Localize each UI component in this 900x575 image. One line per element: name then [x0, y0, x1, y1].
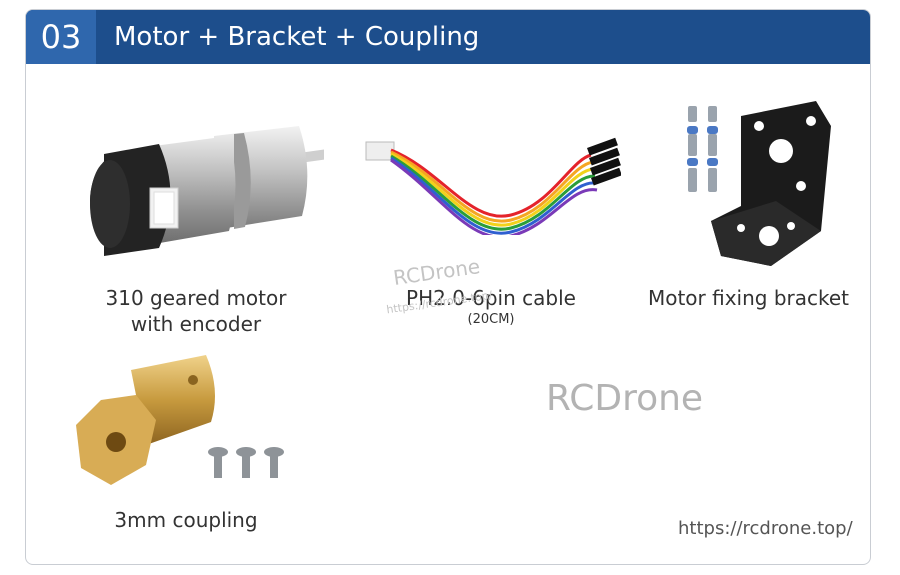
watermark-brand: RCDrone [546, 378, 704, 419]
coupling-item: 3mm coupling [66, 507, 306, 533]
cable-item: PH2.0-6pin cable (20CM) [351, 285, 631, 329]
motor-item: 310 geared motor with encoder [66, 285, 326, 337]
coupling-label: 3mm coupling [114, 508, 258, 532]
cable-image [365, 137, 621, 235]
section-header: 03 Motor + Bracket + Coupling [26, 10, 870, 64]
motor-label: 310 geared motor [105, 286, 287, 310]
section-number: 03 [26, 10, 96, 64]
geared-motor-image [90, 126, 324, 256]
cable-sublabel: (20CM) [467, 312, 515, 327]
product-card: 03 Motor + Bracket + Coupling [25, 9, 871, 565]
bracket-image [687, 101, 831, 266]
bracket-label: Motor fixing bracket [647, 286, 850, 310]
coupling-image [76, 355, 284, 485]
cable-label: PH2.0-6pin cable [406, 286, 576, 310]
motor-label-line2: with encoder [130, 312, 262, 336]
footer-url[interactable]: https://rcdrone.top/ [678, 518, 853, 539]
section-title: Motor + Bracket + Coupling [114, 22, 480, 52]
bracket-item: Motor fixing bracket [626, 285, 870, 311]
